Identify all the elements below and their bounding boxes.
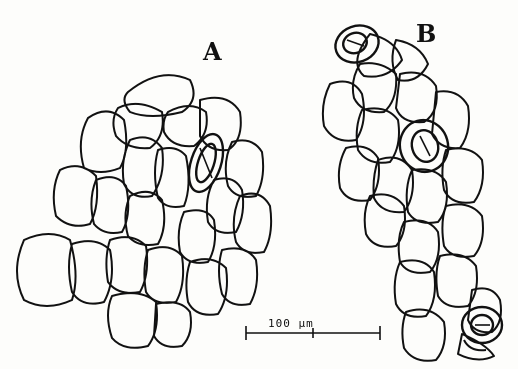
- panel-a-stomate: [182, 130, 229, 196]
- cell: [154, 302, 191, 347]
- panel-a-label: A: [203, 40, 222, 64]
- cell: [81, 111, 126, 172]
- cell: [54, 166, 97, 226]
- cell: [17, 234, 76, 306]
- panel-b-stomata: [330, 20, 502, 351]
- panel-b-label: B: [416, 22, 436, 46]
- scale-bar-label: 100 µm: [268, 318, 314, 329]
- cell: [108, 293, 157, 348]
- cell: [144, 247, 183, 303]
- cell: [458, 334, 494, 360]
- cell: [395, 260, 435, 316]
- cell: [442, 204, 483, 257]
- cell: [323, 82, 364, 141]
- panel-a-cells: [17, 75, 271, 348]
- cell: [442, 148, 483, 202]
- cell: [219, 248, 257, 305]
- cell: [226, 140, 263, 197]
- cell: [207, 178, 243, 233]
- panel-b-cells: [323, 34, 501, 361]
- cell: [179, 210, 215, 263]
